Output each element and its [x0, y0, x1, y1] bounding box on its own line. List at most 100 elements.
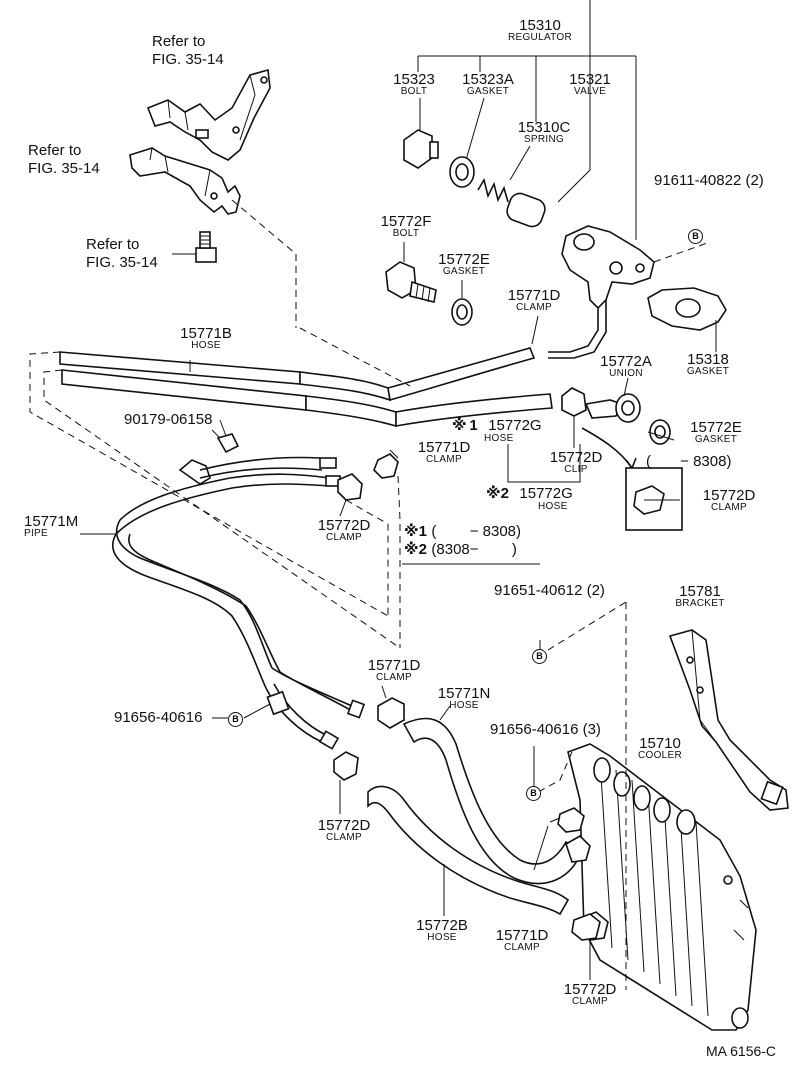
hose-15772g-brackets	[507, 444, 581, 483]
bolt-b-symbol: B	[688, 229, 703, 244]
part-name: GASKET	[442, 266, 486, 277]
bolt-b-symbol: B	[532, 649, 547, 664]
part-number: 15771D	[417, 439, 471, 456]
part-number: 15772B	[416, 917, 468, 934]
ref-label-3: Refer to FIG. 35-14	[86, 236, 158, 272]
part-name: BOLT	[400, 86, 428, 97]
ref-line: FIG. 35-14	[152, 51, 224, 68]
spring-drawing	[477, 145, 531, 203]
hose-15771n-drawing	[402, 717, 583, 885]
part-91656-left: 91656-40616	[114, 709, 203, 726]
part-15772e-right: 15772E GASKET	[690, 420, 742, 445]
legend-note-2: ※2 (8308− )	[404, 542, 517, 558]
part-name: CLIP	[564, 464, 588, 475]
part-15772b: 15772B HOSE	[416, 918, 468, 943]
mid-clamp-drawings	[333, 449, 405, 781]
marker-2: 2	[500, 485, 509, 502]
valve-drawing	[506, 0, 591, 228]
part-name: VALVE	[573, 86, 607, 97]
part-15772e-top: 15772E GASKET	[438, 252, 490, 277]
clamp-detail-box	[581, 427, 683, 531]
part-name: COOLER	[637, 750, 683, 761]
hose-15771b-drawing	[29, 199, 553, 649]
marker-1: 1	[469, 417, 478, 434]
part-15772a: 15772A UNION	[600, 354, 652, 379]
part-15771d-mid: 15771D CLAMP	[418, 440, 471, 465]
note-mark: ※	[404, 540, 419, 558]
small-bolt-drawing	[172, 231, 217, 263]
part-number: 15772D	[317, 517, 371, 534]
part-number: 15772D	[549, 449, 603, 466]
leader-lines	[80, 315, 675, 980]
ref-line: FIG. 35-14	[28, 160, 100, 177]
part-name: GASKET	[694, 434, 738, 445]
part-15321: 15321 VALVE	[569, 72, 611, 97]
part-15310: 15310 REGULATOR	[508, 18, 572, 43]
part-number: 15710	[639, 735, 681, 752]
part-name: UNION	[609, 368, 643, 379]
part-number: 15771D	[495, 927, 549, 944]
part-number: 15781	[679, 583, 721, 600]
part-name: REGULATOR	[507, 32, 573, 43]
part-name: HOSE	[449, 700, 479, 711]
part-name: HOSE	[191, 340, 221, 351]
note-mark: ※	[452, 416, 467, 434]
part-name: HOSE	[427, 932, 457, 943]
part-number: 15323	[393, 71, 435, 88]
part-number: 15772D	[563, 981, 617, 998]
regulator-bolt-drawing	[403, 98, 439, 169]
ref-line: Refer to	[28, 142, 82, 159]
part-15323a: 15323A GASKET	[462, 72, 514, 97]
part-number: 15772G	[488, 417, 542, 434]
part-number: 15772E	[690, 419, 742, 436]
marker-1: 1	[418, 523, 427, 540]
part-15772d-low: 15772D CLAMP	[318, 818, 371, 843]
ref-label-2: Refer to FIG. 35-14	[28, 142, 100, 178]
part-number: 15771D	[367, 657, 421, 674]
part-name: GASKET	[466, 86, 510, 97]
part-number: 15772F	[380, 213, 432, 230]
part-number: 15318	[687, 351, 729, 368]
gasket-a-drawing	[449, 97, 485, 188]
part-number: 15772A	[600, 353, 652, 370]
part-number: 15310	[519, 17, 561, 34]
part-number: 15772E	[438, 251, 490, 268]
part-name: PIPE	[24, 528, 48, 539]
gasket-15318-drawing	[647, 287, 727, 352]
part-name: CLAMP	[516, 302, 552, 313]
pipe-15771m-drawing	[111, 456, 366, 750]
part-name: SPRING	[523, 134, 565, 145]
part-15771n: 15771N HOSE	[438, 686, 491, 711]
part-15772d-clampbox: 15772D CLAMP	[703, 488, 756, 513]
part-number: 15772D	[317, 817, 371, 834]
regulator-leaders	[417, 55, 637, 240]
part-15318: 15318 GASKET	[687, 352, 729, 377]
part-name: CLAMP	[572, 996, 608, 1007]
legend-note-1: ※1 ( − 8308)	[404, 524, 521, 540]
upper-bracket-drawing	[146, 68, 271, 161]
part-91651: 91651-40612 (2)	[494, 582, 605, 599]
legend-range: (8308− )	[431, 541, 517, 558]
part-name: CLAMP	[326, 532, 362, 543]
part-15771m: 15771M PIPE	[24, 514, 78, 539]
part-name: CLAMP	[326, 832, 362, 843]
part-15710: 15710 COOLER	[638, 736, 682, 761]
part-90179: 90179-06158	[124, 411, 213, 428]
lower-clamp-drawings	[549, 807, 601, 941]
part-15771d-bottom: 15771D CLAMP	[496, 928, 549, 953]
part-15772d-mid: 15772D CLAMP	[318, 518, 371, 543]
part-15771d-top: 15771D CLAMP	[508, 288, 561, 313]
part-name: BRACKET	[675, 598, 725, 609]
part-name: CLAMP	[504, 942, 540, 953]
part-15772d-clip: 15772D CLIP	[550, 450, 603, 475]
part-name: CLAMP	[376, 672, 412, 683]
bolt-b-symbol: B	[526, 786, 541, 801]
marker-2: 2	[418, 541, 427, 558]
part-number: 15772G	[519, 485, 573, 502]
ref-label-1: Refer to FIG. 35-14	[152, 33, 224, 69]
part-number: 15771M	[24, 513, 79, 530]
bolt-b-symbol: B	[228, 712, 243, 727]
note-mark: ※	[486, 484, 501, 502]
